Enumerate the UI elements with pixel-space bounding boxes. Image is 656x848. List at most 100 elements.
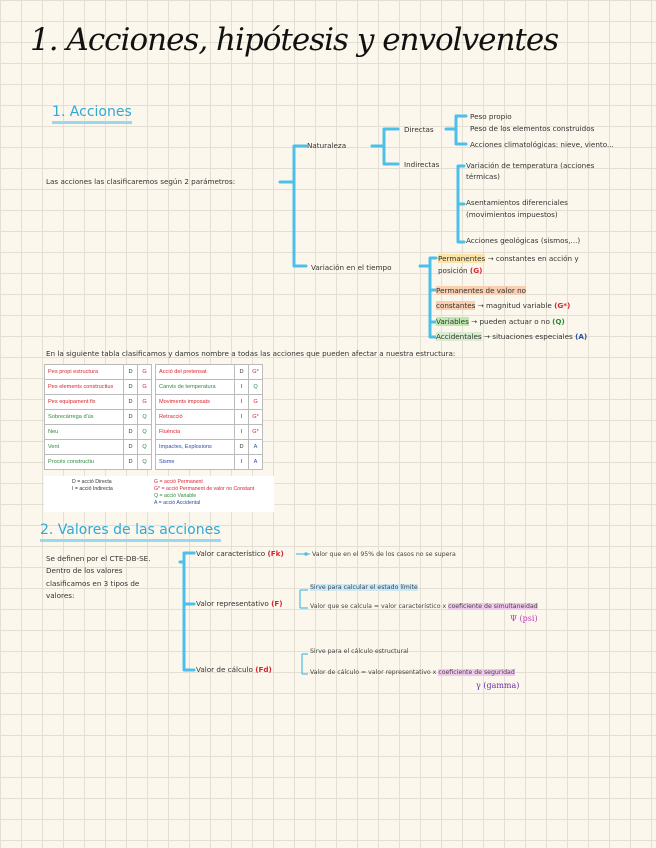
variables-text: → pueden actuar o no (471, 317, 550, 326)
intro-line: Dentro de los valores (46, 566, 123, 575)
gamma-symbol: γ (gamma) (476, 681, 520, 690)
action-name: Pes elements constructius (44, 379, 124, 395)
action-name: Impactes, Explosions (155, 439, 235, 455)
action-directness: D (123, 379, 138, 395)
action-directness: D (123, 454, 138, 470)
directas-item: Peso propio (470, 112, 512, 121)
permanentes-item-2: posición (G) (438, 266, 482, 275)
action-directness: I (234, 394, 249, 410)
permanentes-item: Permanentes → constantes en acción y (438, 254, 579, 263)
action-name: Procés constructiu (44, 454, 124, 470)
action-type: G* (248, 424, 263, 440)
pnc-label: Permanentes de valor no (436, 286, 527, 295)
accidentales-item: Accidentales → situaciones especiales (A… (436, 332, 587, 341)
symbol-g: (G) (469, 266, 483, 275)
action-directness: D (234, 439, 249, 455)
action-name: Neu (44, 424, 124, 440)
action-directness: I (234, 454, 249, 470)
action-type: G* (248, 364, 263, 380)
indirectas-item: Acciones geológicas (sismos,...) (466, 236, 581, 245)
symbol-fd: (Fd) (255, 665, 272, 674)
action-name: Retracció (155, 409, 235, 425)
table-intro: En la siguiente tabla clasificamos y dam… (46, 349, 456, 358)
pnc-text: → magnitud variable (477, 301, 552, 310)
naturaleza-label: Naturaleza (307, 141, 347, 150)
permanentes-text: → constantes en acción y (487, 254, 579, 263)
action-directness: D (123, 364, 138, 380)
action-name: Pes equipament fix (44, 394, 124, 410)
action-directness: D (123, 439, 138, 455)
psi-symbol: Ψ (psi) (510, 614, 538, 623)
indirectas-label: Indirectas (404, 160, 440, 169)
calc-note-1: Sirve para el cálculo estructural (310, 648, 409, 655)
action-directness: D (123, 424, 138, 440)
legend-item: G = acció Permanent (154, 479, 203, 485)
valor-representativo: Valor representativo (F) (196, 599, 283, 608)
intro-line: valores: (46, 591, 75, 600)
valor-calculo-label: Valor de cálculo (196, 665, 253, 674)
action-type: G (137, 394, 152, 410)
action-type: Q (137, 439, 152, 455)
legend-item: D = acció Directa (72, 479, 112, 485)
symbol-f: (F) (271, 599, 283, 608)
action-directness: D (123, 409, 138, 425)
legend-item: Q = acció Variable (154, 493, 197, 499)
indirectas-item: térmicas) (466, 172, 500, 181)
action-name: Canvis de temperatura (155, 379, 235, 395)
permanentes-label: Permanentes (438, 254, 486, 263)
coef-seguridad: coeficiente de seguridad (438, 669, 515, 676)
action-type: G* (248, 409, 263, 425)
action-name: Fluència (155, 424, 235, 440)
accidentales-text: → situaciones especiales (483, 332, 573, 341)
action-name: Sobrecàrrega d'ús (44, 409, 124, 425)
action-type: Q (137, 454, 152, 470)
action-type: G (137, 379, 152, 395)
action-directness: D (123, 394, 138, 410)
section-heading-acciones: 1. Acciones (52, 104, 132, 124)
action-directness: I (234, 379, 249, 395)
valor-caracteristico-label: Valor característico (196, 549, 266, 558)
pnc-label-2: constantes (436, 301, 476, 310)
directas-item: Acciones climatológicas: nieve, viento..… (470, 140, 614, 149)
rep-note-2: Valor que se calcula = valor característ… (310, 603, 538, 610)
permanentes-text-2: posición (438, 266, 468, 275)
intro-line: Se definen por el CTE-DB-SE. (46, 554, 151, 563)
section-heading-valores: 2. Valores de las acciones (40, 522, 221, 542)
action-type: Q (137, 409, 152, 425)
action-directness: I (234, 409, 249, 425)
indirectas-item: Asentamientos diferenciales (466, 198, 568, 207)
symbol-a: (A) (575, 332, 588, 341)
legend-item: A = acció Accidental (154, 500, 201, 506)
action-name: Pes propi estructura (44, 364, 124, 380)
action-type: Q (248, 379, 263, 395)
valor-caracteristico: Valor característico (Fk) (196, 549, 284, 558)
symbol-fk: (Fk) (267, 549, 284, 558)
tiempo-label: Variación en el tiempo (311, 263, 392, 272)
action-name: Vent (44, 439, 124, 455)
calc-note-2: Valor de cálculo = valor representativo … (310, 669, 515, 676)
variables-label: Variables (436, 317, 469, 326)
action-type: A (248, 454, 263, 470)
action-name: Acció del pretensat (155, 364, 235, 380)
directas-label: Directas (404, 125, 434, 134)
pnc-item: Permanentes de valor no (436, 286, 527, 295)
rep-note-1: Sirve para calcular el estado límite (310, 584, 418, 591)
indirectas-item: (movimientos impuestos) (466, 210, 558, 219)
symbol-q: (Q) (552, 317, 565, 326)
coef-simultaneidad: coeficiente de simultaneidad (448, 603, 538, 610)
accidentales-label: Accidentales (436, 332, 482, 341)
pnc-item-2: constantes → magnitud variable (G*) (436, 301, 570, 310)
action-type: A (248, 439, 263, 455)
page-title: 1. Acciones, hipótesis y envolventes (30, 22, 559, 58)
valor-representativo-label: Valor representativo (196, 599, 269, 608)
valor-calculo: Valor de cálculo (Fd) (196, 665, 272, 674)
action-type: G (248, 394, 263, 410)
